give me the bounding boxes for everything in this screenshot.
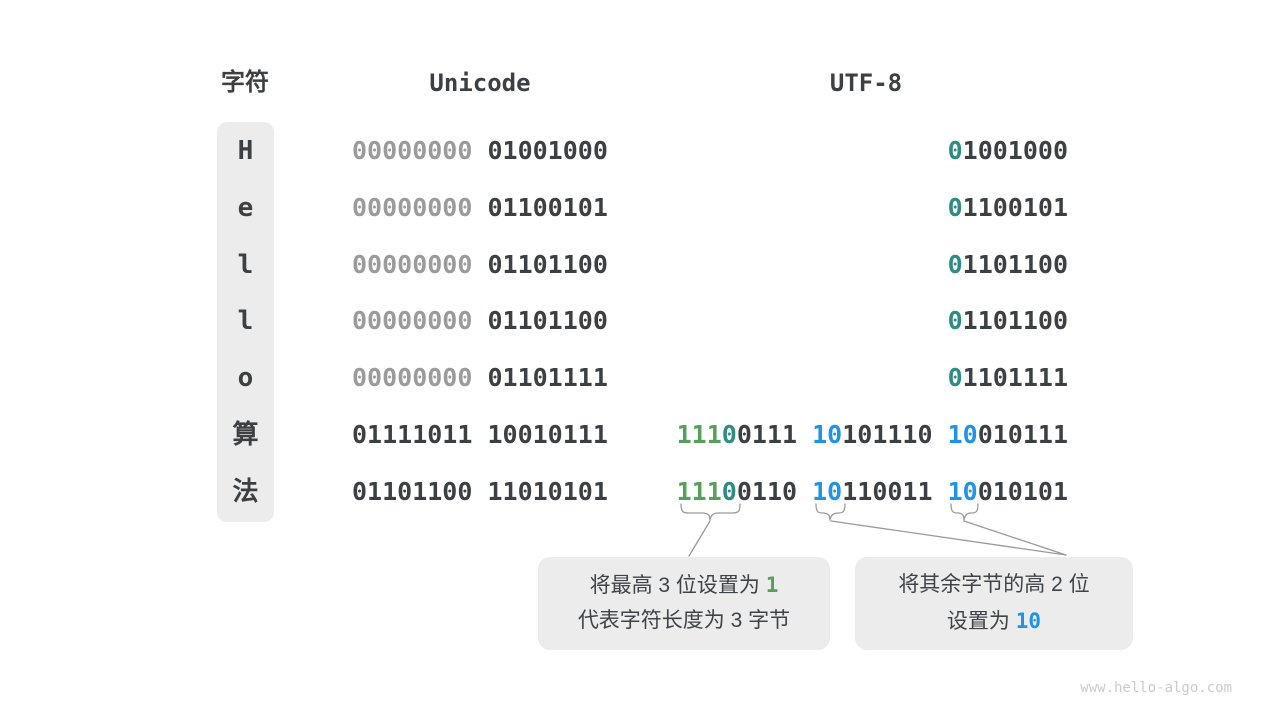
text-segment: 0110: [736, 477, 813, 506]
text-segment: 10: [812, 477, 843, 506]
unicode-bits: 00000000 01101100: [352, 305, 608, 337]
text-segment: 将最高 3 位设置为: [589, 574, 766, 597]
callout-continuation-bits: 将其余字节的高 2 位 设置为 10: [855, 557, 1133, 650]
text-segment: 0: [947, 193, 963, 222]
text-segment: 010111: [977, 420, 1068, 449]
callout-high-bits: 将最高 3 位设置为 1 代表字符长度为 3 字节: [538, 557, 830, 650]
character-cell: l: [237, 250, 254, 280]
text-segment: 将其余字节的高 2 位: [898, 573, 1090, 596]
text-segment: 1101100: [962, 250, 1068, 279]
text-segment: 1101100: [962, 306, 1068, 335]
text-segment: 01101100 11010101: [352, 477, 608, 506]
character-column-background: [217, 122, 274, 522]
unicode-bits: 00000000 01101100: [352, 249, 608, 281]
text-segment: 10: [947, 477, 978, 506]
column-header-unicode: Unicode: [429, 69, 531, 97]
unicode-bits: 00000000 01101111: [352, 362, 608, 394]
text-segment: 0: [721, 477, 737, 506]
utf8-bits: 01100101: [948, 192, 1068, 224]
text-segment: 01111011 10010111: [352, 420, 608, 449]
character-cell: H: [237, 136, 254, 166]
watermark: www.hello-algo.com: [1080, 680, 1232, 696]
text-segment: 1: [765, 573, 779, 597]
text-segment: 00000000: [352, 363, 488, 392]
connector-line-right: [963, 520, 1067, 556]
text-segment: 01101111: [487, 363, 608, 392]
column-header-utf8: UTF-8: [829, 69, 903, 97]
text-segment: 0111: [736, 420, 813, 449]
callout-line: 将其余字节的高 2 位: [855, 567, 1133, 603]
unicode-bits: 01101100 11010101: [352, 476, 608, 508]
text-segment: 01101100: [487, 306, 608, 335]
utf8-bits: 01101100: [948, 305, 1068, 337]
text-segment: 0: [721, 420, 737, 449]
unicode-bits: 00000000 01001000: [352, 135, 608, 167]
character-cell: l: [237, 306, 254, 336]
utf8-bits: 01101100: [948, 249, 1068, 281]
text-segment: 010101: [977, 477, 1068, 506]
utf8-bits: 01001000: [948, 135, 1068, 167]
text-segment: 00000000: [352, 250, 488, 279]
utf8-bits: 11100110 10110011 10010101: [677, 476, 1068, 508]
text-segment: 设置为: [946, 610, 1016, 633]
text-segment: 1101111: [962, 363, 1068, 392]
text-segment: 101110: [842, 420, 948, 449]
text-segment: 111: [676, 420, 722, 449]
connector-line-left: [688, 520, 711, 557]
text-segment: 0: [947, 363, 963, 392]
unicode-bits: 00000000 01100101: [352, 192, 608, 224]
column-header-character: 字符: [221, 69, 269, 96]
text-segment: 01101100: [487, 250, 608, 279]
text-segment: 00000000: [352, 136, 488, 165]
text-segment: 00000000: [352, 306, 488, 335]
text-segment: 0: [947, 136, 963, 165]
callout-line: 将最高 3 位设置为 1: [538, 567, 830, 603]
text-segment: 0: [947, 250, 963, 279]
text-segment: 111: [676, 477, 722, 506]
text-segment: 00000000: [352, 193, 488, 222]
character-cell: o: [237, 363, 254, 393]
text-segment: 01001000: [487, 136, 608, 165]
utf8-bits: 11100111 10101110 10010111: [677, 419, 1068, 451]
utf8-bits: 01101111: [948, 362, 1068, 394]
text-segment: 01100101: [487, 193, 608, 222]
unicode-bits: 01111011 10010111: [352, 419, 608, 451]
text-segment: 10: [812, 420, 843, 449]
text-segment: 110011: [842, 477, 948, 506]
text-segment: 10: [947, 420, 978, 449]
character-cell: e: [237, 193, 254, 223]
callout-line: 设置为 10: [855, 603, 1133, 639]
text-segment: 10: [1015, 609, 1042, 633]
text-segment: 1001000: [962, 136, 1068, 165]
connector-line-middle: [830, 520, 1067, 556]
character-cell: 法: [232, 477, 259, 507]
text-segment: 1100101: [962, 193, 1068, 222]
callout-line: 代表字符长度为 3 字节: [538, 603, 830, 639]
character-cell: 算: [232, 420, 259, 450]
text-segment: 0: [947, 306, 963, 335]
text-segment: 代表字符长度为 3 字节: [577, 609, 791, 632]
